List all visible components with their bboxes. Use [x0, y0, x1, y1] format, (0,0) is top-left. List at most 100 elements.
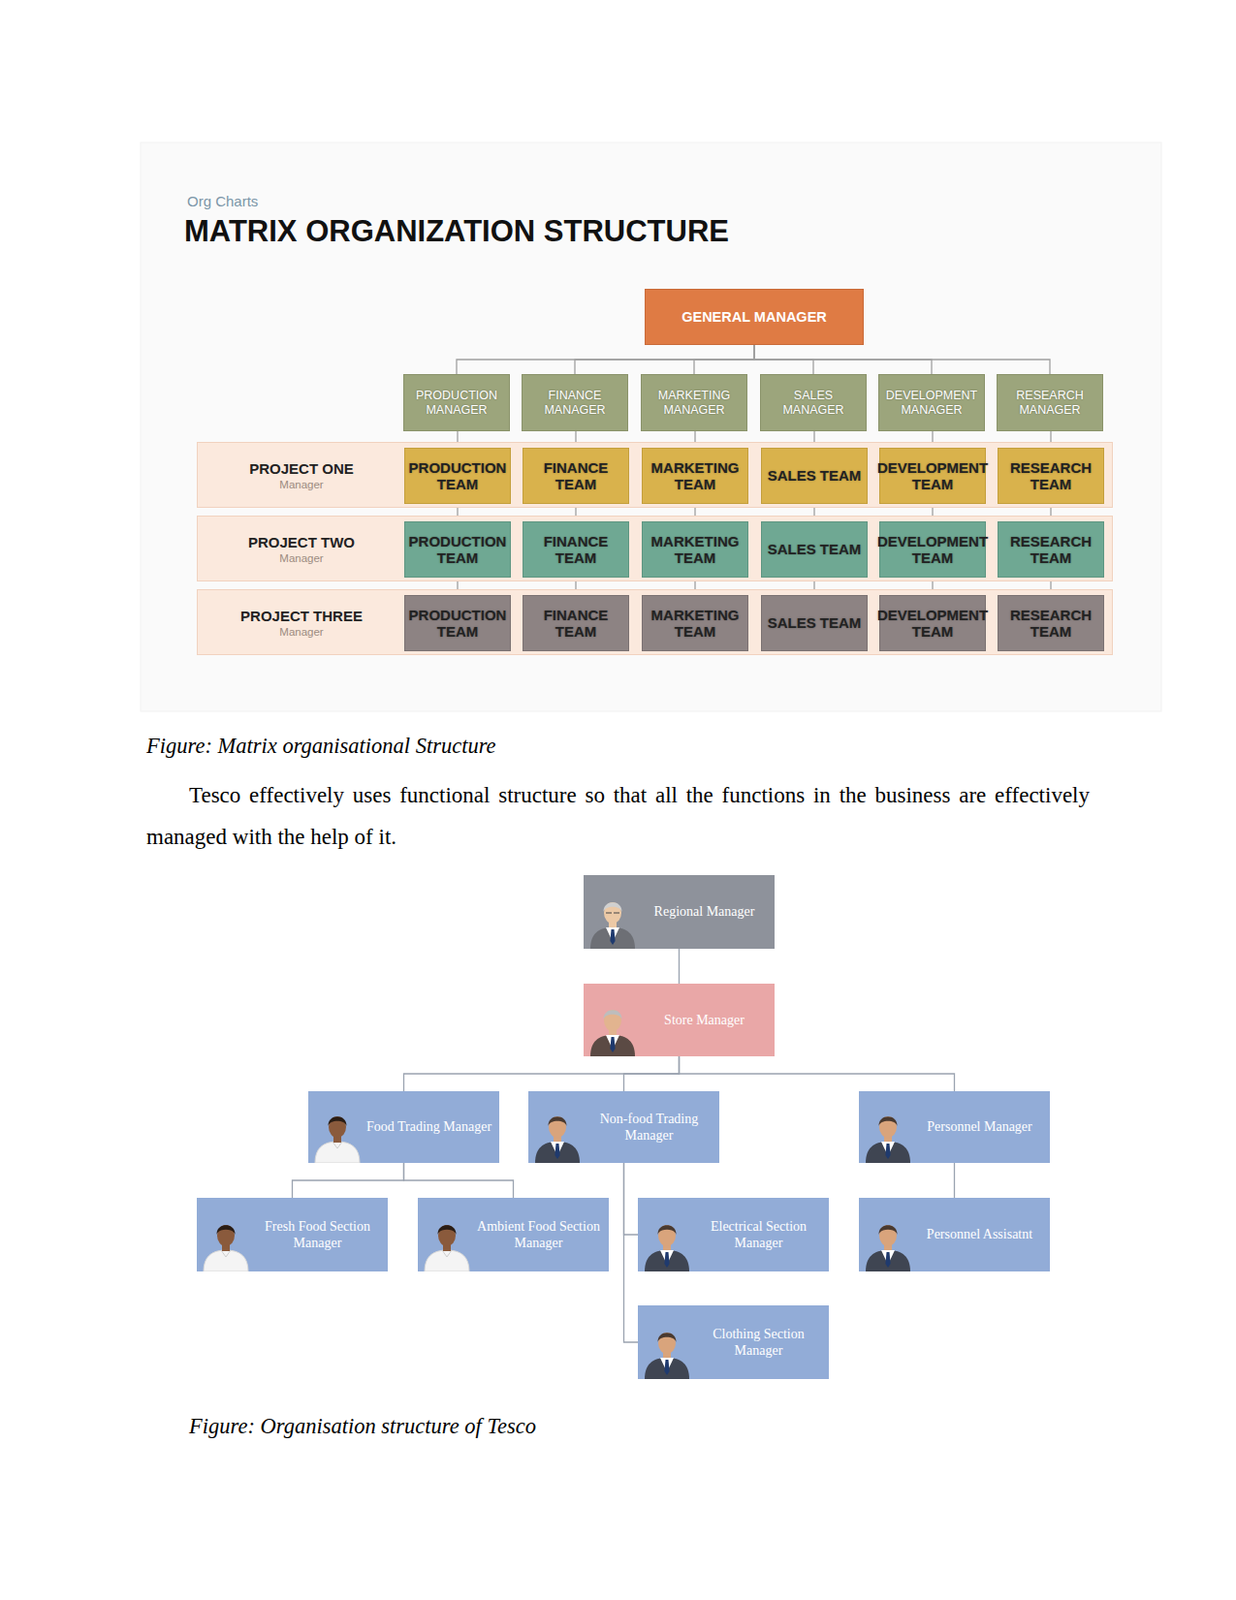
avatar-body — [315, 1141, 360, 1164]
node-label: Clothing Section Manager — [694, 1326, 824, 1361]
node-label: PRODUCTION TEAM — [409, 533, 508, 568]
node-label: MARKETING TEAM — [646, 533, 744, 568]
node-label: RESEARCH MANAGER — [1001, 388, 1099, 417]
text-group: MARKETING TEAM — [642, 533, 748, 568]
manager-box: PRODUCTION MANAGER — [403, 374, 510, 432]
avatar-collar — [442, 1250, 452, 1258]
person-avatar — [587, 888, 638, 950]
text-group: PRODUCTION TEAM — [405, 606, 511, 641]
avatar-tie — [554, 1143, 560, 1160]
role-box: Electrical Section Manager — [637, 1198, 829, 1272]
avatar-head — [658, 1225, 676, 1247]
team-box: PRODUCTION TEAM — [404, 521, 511, 578]
person-avatar — [587, 996, 638, 1057]
node-label: SALES MANAGER — [764, 388, 862, 417]
chart-title: MATRIX ORGANIZATION STRUCTURE — [184, 214, 729, 250]
avatar-body — [203, 1250, 249, 1272]
figure-caption: Figure: Organisation structure of Tesco — [189, 1414, 537, 1440]
manager-box: FINANCE MANAGER — [521, 374, 629, 432]
node-label: MARKETING TEAM — [646, 459, 744, 494]
avatar-body — [424, 1250, 470, 1272]
avatar-hair — [657, 1332, 676, 1343]
text-group: SALES TEAM — [763, 614, 866, 632]
avatar-hair — [602, 1010, 622, 1020]
text-group: Fresh Food Section Manager — [253, 1218, 382, 1253]
avatar-hair — [878, 1225, 897, 1236]
node-label: PRODUCTION TEAM — [409, 606, 508, 641]
connector-line — [754, 345, 1050, 375]
avatar-head — [328, 1116, 347, 1139]
avatar-head — [603, 1010, 622, 1032]
node-label: FINANCE MANAGER — [526, 388, 624, 417]
person-avatar — [862, 1211, 914, 1272]
team-box: DEVELOPMENT TEAM — [879, 595, 986, 652]
node-label: PROJECT ONE — [249, 460, 354, 477]
text-group: Regional Manager — [639, 903, 769, 921]
avatar-tie — [609, 929, 615, 946]
person-avatar — [862, 1103, 914, 1164]
role-box: Food Trading Manager — [308, 1091, 500, 1164]
node-label: DEVELOPMENT TEAM — [877, 459, 988, 494]
role-box: Regional Manager — [583, 875, 775, 950]
role-box: Personnel Manager — [858, 1091, 1050, 1164]
role-box: Clothing Section Manager — [637, 1305, 829, 1380]
team-box: FINANCE TEAM — [522, 595, 630, 652]
node-label: Fresh Food Section Manager — [253, 1218, 382, 1253]
figure-panel — [140, 142, 1162, 712]
avatar-collar — [332, 1141, 343, 1149]
node-label: Non-food Trading Manager — [584, 1110, 714, 1145]
node-label: RESEARCH TEAM — [1002, 459, 1100, 494]
avatar-tie — [885, 1143, 890, 1160]
team-box: PRODUCTION TEAM — [404, 447, 511, 505]
avatar-body — [590, 1035, 635, 1057]
connector-line — [404, 1163, 514, 1199]
person-avatar — [421, 1211, 473, 1272]
text-group: Store Manager — [639, 1012, 769, 1030]
connector-line — [624, 1163, 639, 1343]
avatar-head — [548, 1116, 567, 1139]
text-group: DEVELOPMENT MANAGER — [879, 388, 984, 417]
avatar-body — [644, 1250, 690, 1272]
team-box: PRODUCTION TEAM — [404, 595, 511, 652]
team-box: FINANCE TEAM — [522, 447, 630, 505]
person-avatar — [641, 1319, 693, 1380]
node-label: DEVELOPMENT TEAM — [877, 533, 988, 568]
text-group: SALES MANAGER — [760, 388, 866, 417]
manager-box: GENERAL MANAGER — [644, 288, 864, 346]
text-group: SALES TEAM — [763, 467, 866, 484]
team-box: RESEARCH TEAM — [997, 521, 1105, 578]
text-group: DEVELOPMENT TEAM — [873, 606, 992, 641]
role-box: Store Manager — [583, 983, 775, 1057]
connector-line — [292, 1163, 405, 1199]
node-label: MARKETING TEAM — [646, 606, 744, 641]
node-label: SALES TEAM — [767, 467, 862, 484]
person-avatar — [532, 1103, 583, 1164]
text-group: RESEARCH TEAM — [998, 533, 1104, 568]
avatar-tie — [664, 1252, 669, 1268]
text-group: PRODUCTION TEAM — [405, 533, 511, 568]
text-group: Non-food Trading Manager — [584, 1110, 714, 1145]
project-band: PROJECT TWOManagerPRODUCTION TEAMFINANCE… — [196, 515, 1113, 582]
text-group: SALES TEAM — [763, 540, 866, 558]
text-group: PROJECT THREEManager — [197, 590, 406, 655]
connector-line — [574, 345, 755, 375]
text-group: MARKETING MANAGER — [641, 388, 747, 417]
project-band: PROJECT ONEManagerPRODUCTION TEAMFINANCE… — [196, 442, 1113, 508]
avatar-hair — [437, 1225, 456, 1236]
body-paragraph: Tesco effectively uses functional struct… — [146, 774, 1090, 858]
team-box: RESEARCH TEAM — [997, 447, 1105, 505]
avatar-hair — [327, 1116, 347, 1127]
node-label: PROJECT THREE — [240, 607, 363, 625]
person-avatar — [641, 1211, 693, 1272]
text-group: PROJECT ONEManager — [197, 443, 406, 508]
connector-line — [953, 1163, 955, 1199]
connector-line — [624, 1163, 639, 1236]
figure-caption: Figure: Matrix organisational Structure — [146, 733, 497, 760]
text-group: MARKETING TEAM — [642, 606, 748, 641]
connector-line — [694, 345, 755, 375]
role-box: Fresh Food Section Manager — [196, 1198, 388, 1272]
avatar-body — [535, 1141, 580, 1164]
avatar-head — [438, 1225, 456, 1247]
connector-line — [679, 1056, 955, 1092]
